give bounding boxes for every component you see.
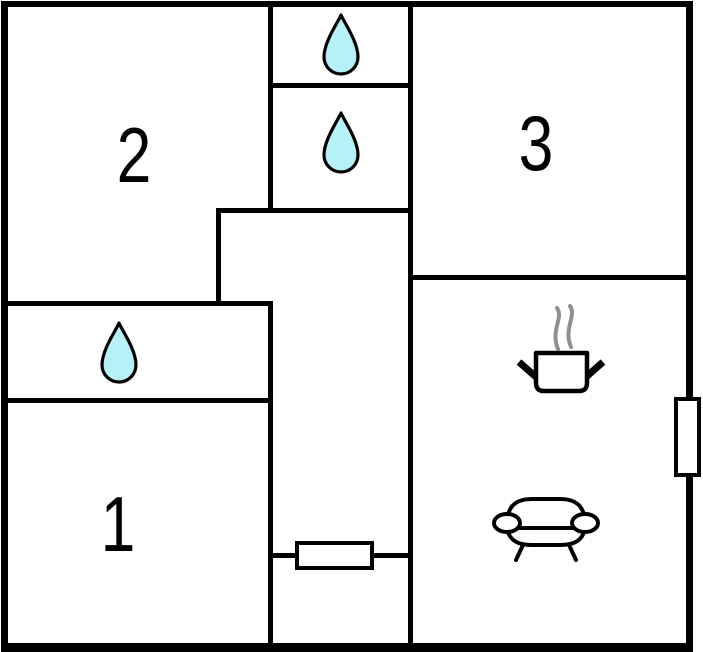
room-2-label: 2 (116, 111, 152, 199)
wall-between-water-closets (268, 83, 413, 88)
wall-hallway-left-upper (216, 208, 221, 306)
water-drop-icon (321, 12, 361, 76)
wall-hallway-left-lower (268, 301, 273, 643)
wall-hallway-right (408, 6, 413, 643)
water-drop-icon (99, 320, 139, 384)
cooking-pot-icon (513, 303, 608, 395)
window-icon (674, 397, 701, 477)
wall-bathroom-bottom (8, 398, 273, 403)
wall-room2-bottom (8, 301, 273, 306)
sofa-icon (492, 496, 600, 564)
room-3-label: 3 (518, 99, 554, 187)
room-1-label: 1 (100, 480, 136, 568)
water-drop-icon (321, 110, 361, 174)
wall-hallway-top (216, 208, 413, 213)
wall-room2-right (268, 6, 273, 213)
steam-icon (553, 304, 574, 351)
radiator-stub (271, 553, 295, 558)
radiator-stub (374, 553, 410, 558)
wall-room3-bottom (408, 275, 687, 280)
radiator-icon (295, 541, 374, 570)
